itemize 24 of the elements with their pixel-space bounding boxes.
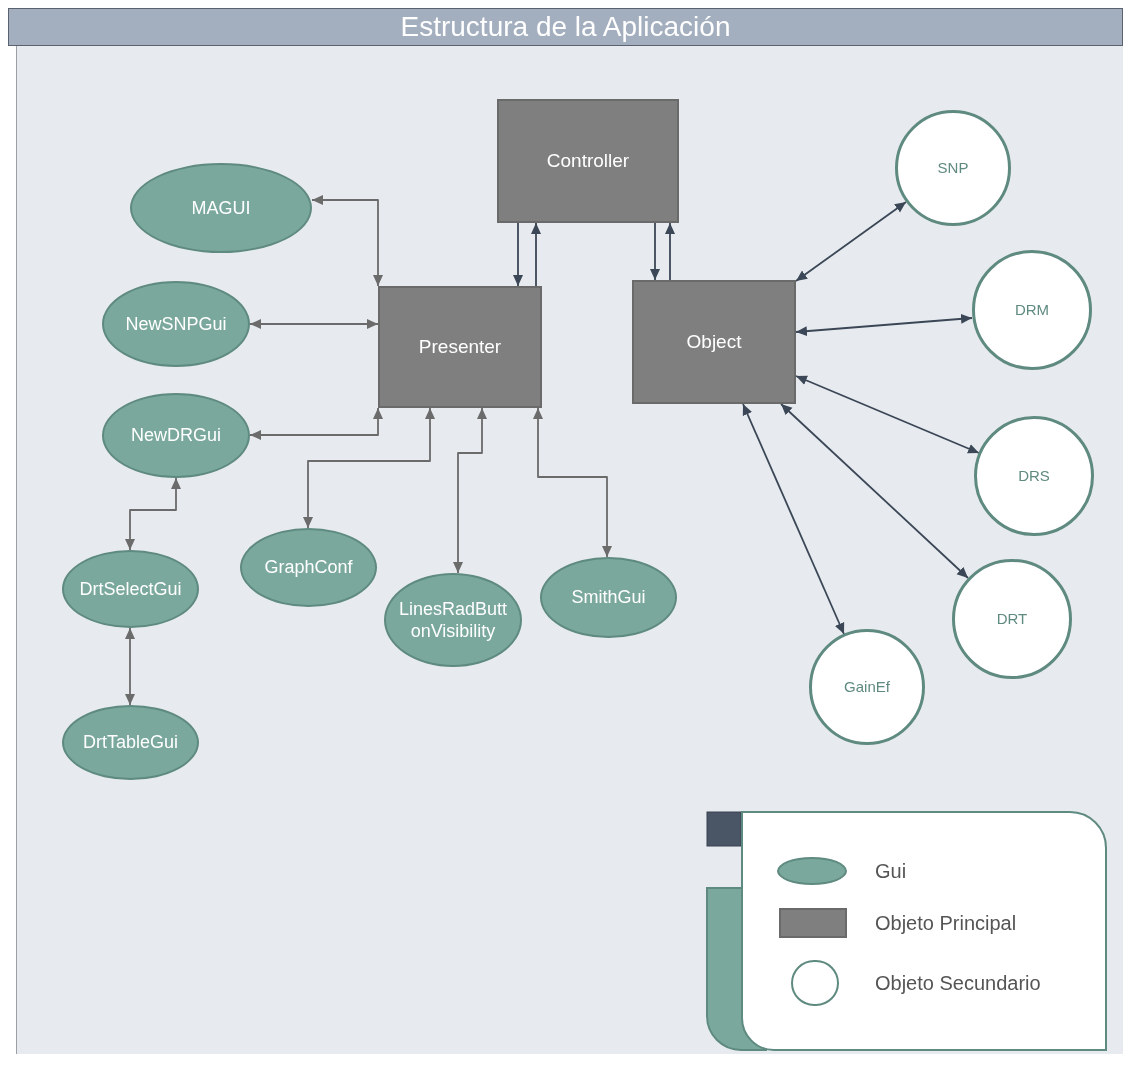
connector-arrow <box>125 477 181 551</box>
object-box: Controller <box>497 99 679 223</box>
connector-arrow <box>513 222 523 287</box>
connector-arrow <box>665 222 675 281</box>
connector-arrow <box>125 627 135 706</box>
legend-label: Objeto Secundario <box>875 971 1041 996</box>
object-box: Object <box>632 280 796 404</box>
connector-arrow <box>249 319 379 329</box>
connector-arrow <box>533 407 612 558</box>
connector-arrow <box>303 407 435 529</box>
connector-arrow <box>249 407 383 440</box>
connector-arrow <box>780 403 969 579</box>
connector-arrow <box>531 222 541 287</box>
connector-arrow <box>453 407 487 574</box>
connector-arrow <box>795 201 907 282</box>
connector-arrow <box>311 195 383 287</box>
object-box: Presenter <box>378 286 542 408</box>
connector-arrow <box>650 222 660 281</box>
connector-arrow <box>795 313 973 337</box>
legend-label: Gui <box>875 859 907 884</box>
connector-arrow <box>742 403 845 635</box>
connector-arrow <box>795 375 980 454</box>
title-bar: Estructura de la Aplicación <box>8 8 1123 46</box>
legend-label: Objeto Principal <box>875 911 1017 936</box>
